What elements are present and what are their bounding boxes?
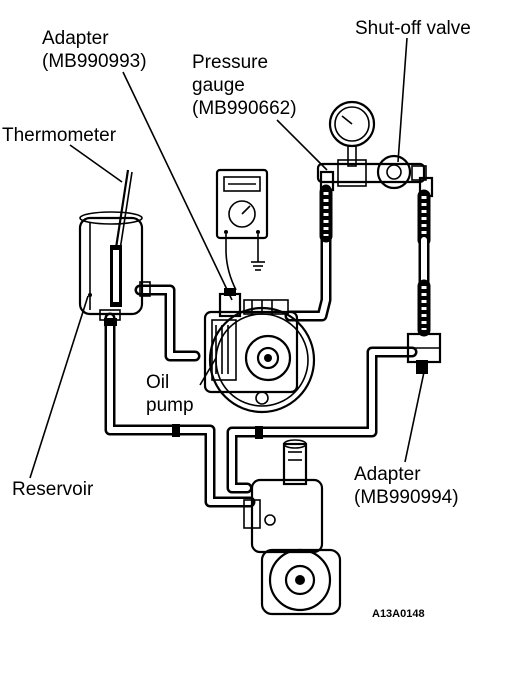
- multimeter: [215, 168, 269, 291]
- label-pressure-gauge: Pressure gauge (MB990662): [192, 52, 297, 119]
- thermometer: [110, 169, 133, 307]
- adapter-top-line2: (MB990993): [42, 51, 147, 72]
- pressure-gauge: [328, 100, 376, 167]
- label-reservoir: Reservoir: [12, 479, 94, 500]
- label-adapter-mb990993: Adapter (MB990993): [42, 28, 147, 72]
- adapter-bottom-line2: (MB990994): [354, 487, 459, 508]
- leader-lines: [29, 37, 425, 479]
- pressure-hoses: [319, 185, 431, 337]
- return-pipes: [104, 184, 418, 508]
- label-thermometer: Thermometer: [2, 125, 117, 146]
- oil-pump-line1: Oil: [146, 372, 169, 393]
- reservoir: [78, 211, 151, 321]
- label-oil-pump: Oil pump: [146, 372, 194, 416]
- oil-pump: [203, 288, 316, 414]
- figure-code: A13A0148: [372, 608, 425, 620]
- oil-pump-line2: pump: [146, 395, 194, 416]
- adapter-bottom-line1: Adapter: [354, 464, 421, 485]
- gear-box: [243, 439, 342, 616]
- shutoff-valve: [316, 154, 434, 198]
- pressure-gauge-line1: Pressure: [192, 52, 268, 73]
- pipe-clamps: [104, 318, 263, 439]
- pressure-gauge-line2: gauge: [192, 75, 245, 96]
- adapter-top-line1: Adapter: [42, 28, 109, 49]
- label-adapter-mb990994: Adapter (MB990994): [354, 464, 459, 508]
- pressure-gauge-line3: (MB990662): [192, 98, 297, 119]
- label-shutoff-valve: Shut-off valve: [355, 18, 471, 39]
- adapter-mb990994: [406, 332, 442, 374]
